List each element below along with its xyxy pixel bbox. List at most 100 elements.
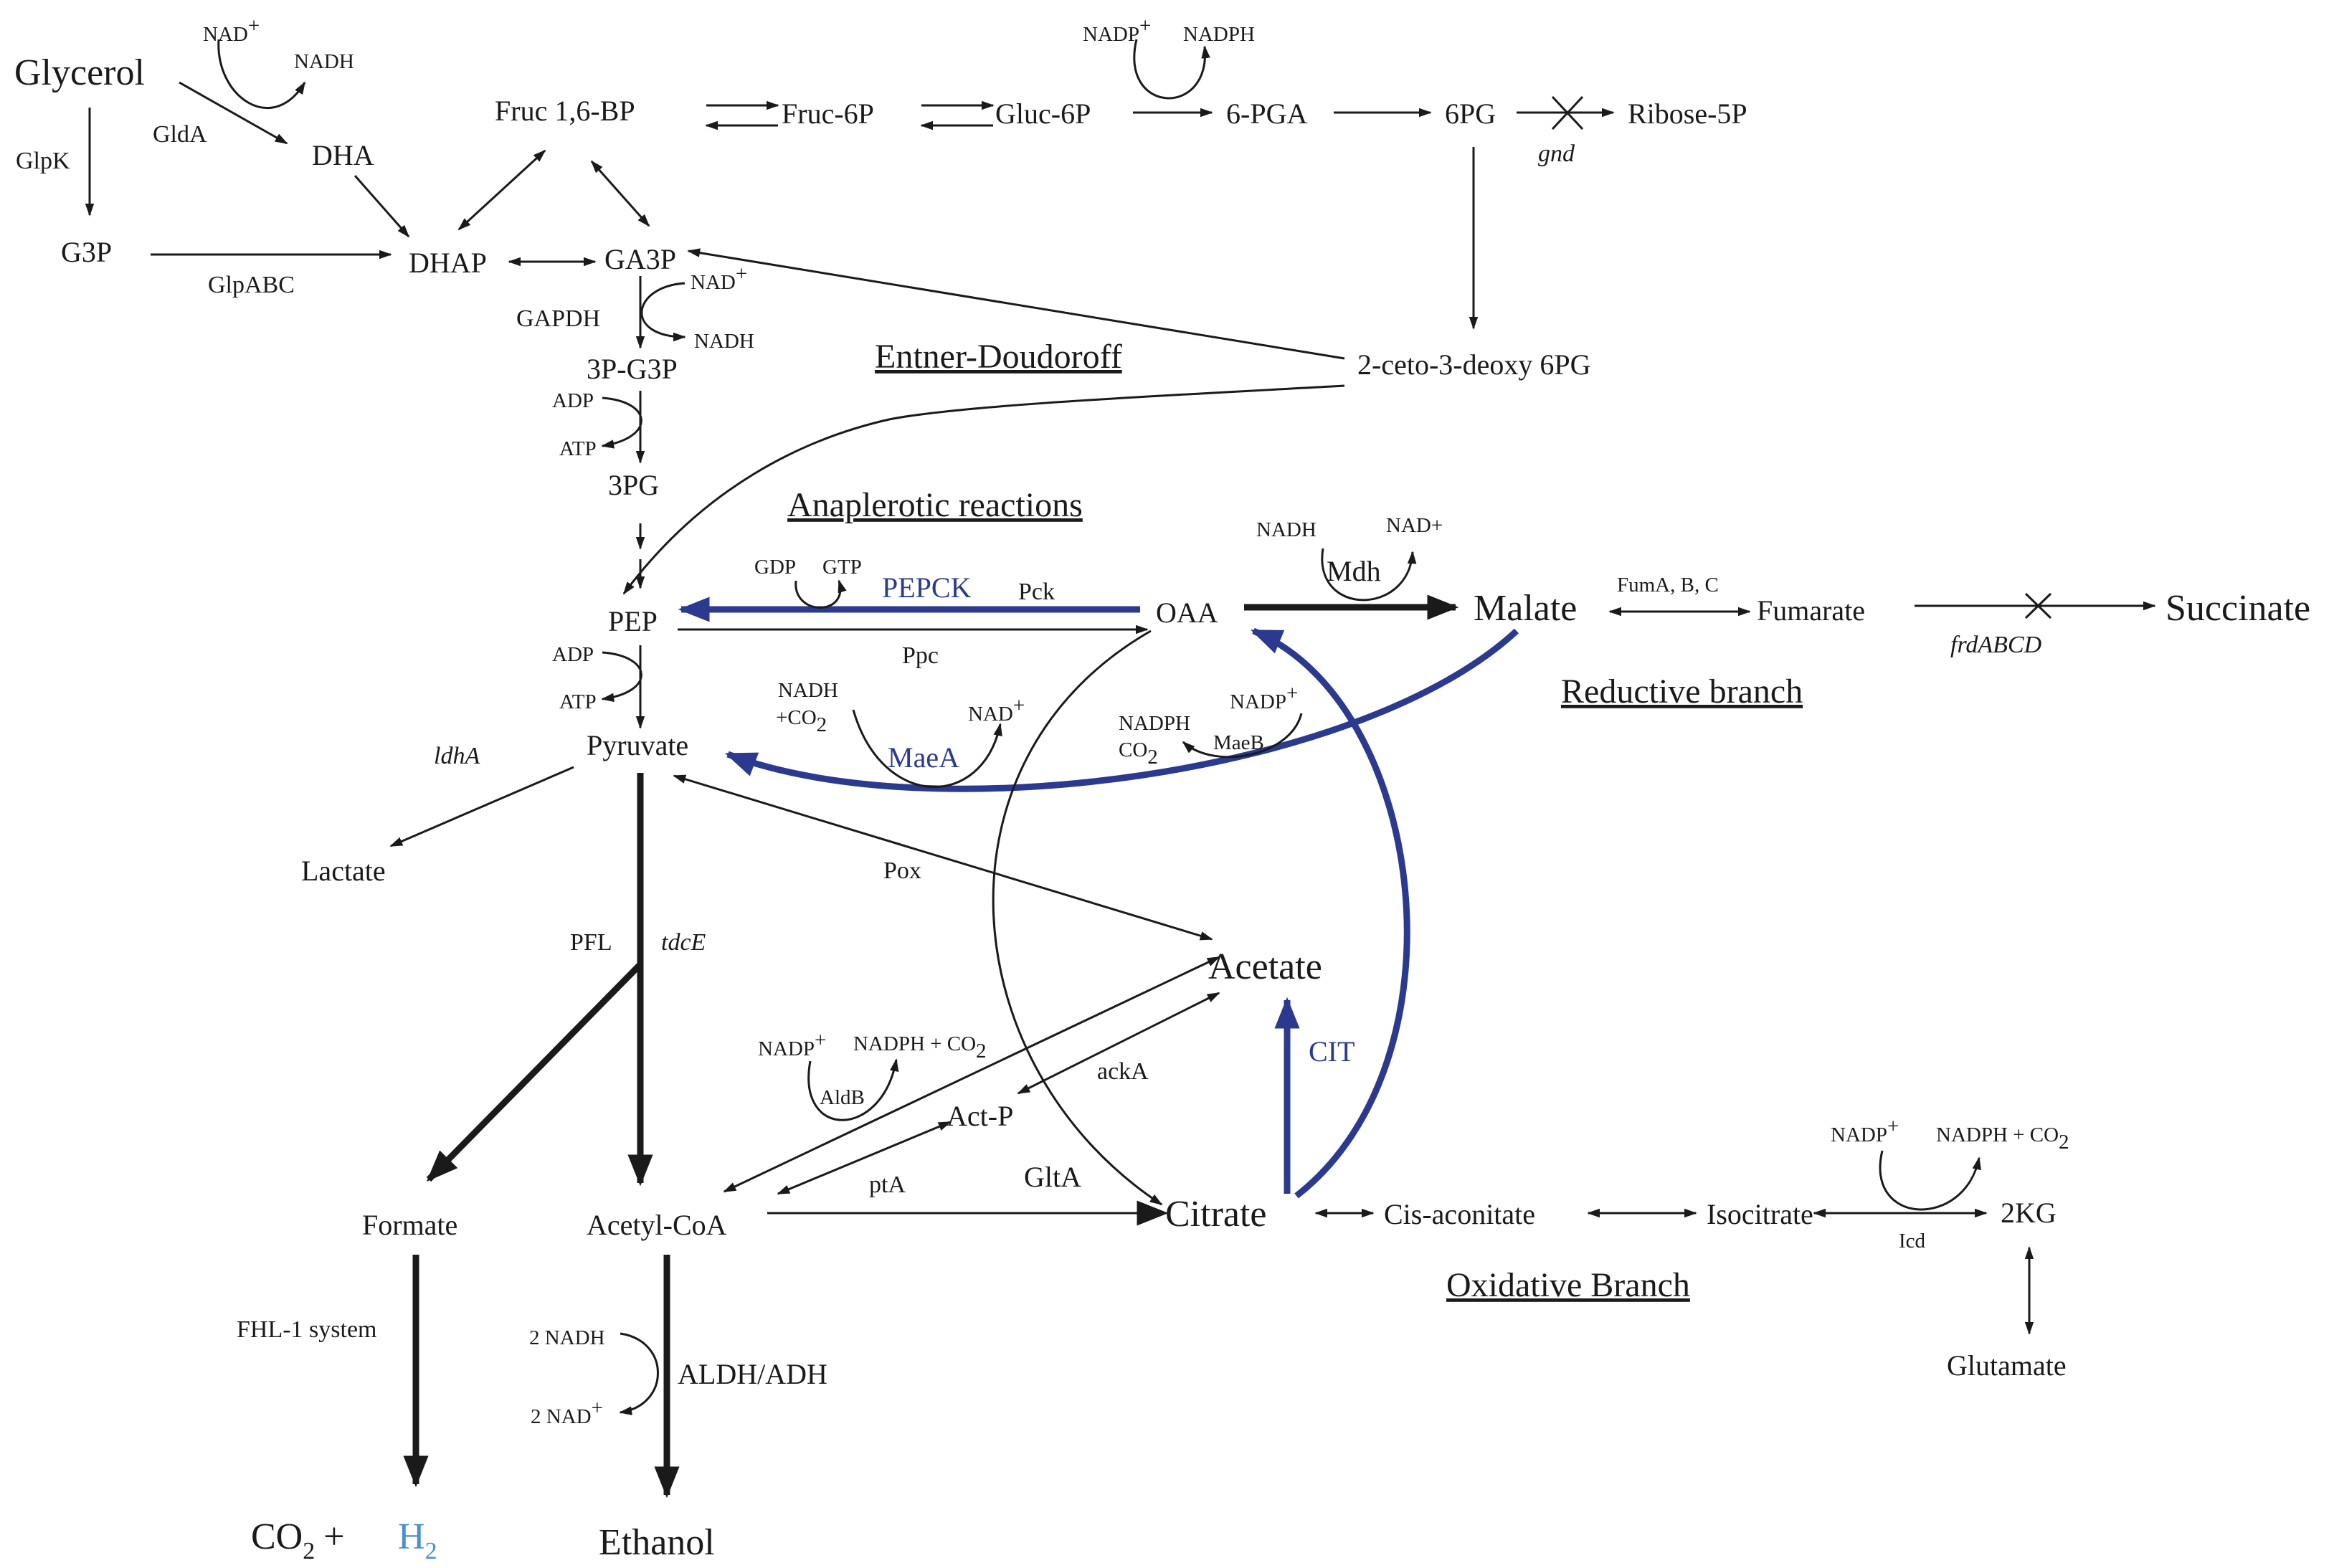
node-ethanol: Ethanol [599, 1522, 715, 1563]
enzyme-frdabcd: frdABCD [1950, 632, 2042, 658]
node-ga3p: GA3P [604, 243, 676, 275]
node-fruc16bp: Fruc 1,6-BP [495, 95, 635, 127]
cofactor-gdp: GDP [754, 556, 796, 579]
section-headings: Entner-Doudoroff Anaplerotic reactions R… [787, 338, 1803, 1304]
enzyme-labels: GldA GlpK GlpABC GAPDH gnd PEPCK Pck Ppc… [16, 121, 2042, 1390]
cofactor-arc-gapdh [640, 282, 686, 342]
node-6pga: 6-PGA [1226, 98, 1307, 130]
enzyme-pta: ptA [869, 1172, 906, 1198]
enzyme-aldhadh: ALDH/ADH [678, 1358, 827, 1390]
enzyme-mdh: Mdh [1327, 555, 1381, 587]
cofactor-arc-mdh [1321, 548, 1417, 602]
enzyme-maea: MaeA [888, 741, 959, 774]
edge-glycerol-dha [179, 81, 288, 145]
enzyme-aldb: AldB [820, 1086, 865, 1109]
node-oaa: OAA [1156, 597, 1218, 629]
cofactor-arc-glda [217, 39, 306, 109]
section-oxidative: Oxidative Branch [1446, 1266, 1690, 1304]
cofactor-gtp: GTP [822, 556, 862, 579]
enzyme-glda: GldA [153, 121, 207, 148]
cofactor-adp1: ADP [552, 389, 594, 412]
edge-kdpg-pep [622, 384, 1345, 595]
edge-fruc16bp-dhap [457, 149, 546, 231]
cofactor-arc-gdp-gtp [794, 579, 847, 609]
enzyme-tdce: tdcE [661, 929, 706, 956]
node-succinate: Succinate [2165, 588, 2310, 629]
enzyme-maeb: MaeB [1213, 731, 1264, 754]
cofactor-nadp-pga: NADP+ [1083, 14, 1151, 46]
node-co2: CO2+ [251, 1516, 345, 1564]
section-anaplerotic: Anaplerotic reactions [787, 486, 1083, 524]
enzyme-gapdh: GAPDH [516, 305, 600, 332]
cofactor-co2-maea: +CO2 [776, 706, 827, 736]
node-kdpg: 2-ceto-3-deoxy 6PG [1357, 348, 1590, 381]
cofactor-labels: NAD+ NADH NADP+ NADPH NAD+ NADH ADP ATP … [203, 14, 2069, 1428]
cofactor-co2-maeb: CO2 [1119, 738, 1158, 769]
enzyme-pepck: PEPCK [882, 571, 972, 604]
cofactor-nadp-icd: NADP+ [1831, 1115, 1899, 1146]
enzyme-pfl: PFL [570, 929, 612, 956]
cofactor-atp2: ATP [559, 690, 597, 713]
cofactor-nadph-maeb: NADPH [1119, 712, 1190, 735]
edge-citrate-oaa-cit [1250, 627, 1410, 1199]
cofactor-arc-adp1 [601, 396, 642, 449]
cofactor-nadh-maea: NADH [778, 679, 838, 702]
cofactor-2nad: 2 NAD+ [531, 1397, 603, 1428]
cofactor-nadh-gapdh: NADH [694, 330, 754, 353]
cofactor-adp2: ADP [552, 643, 594, 666]
node-fruc6p: Fruc-6P [782, 98, 874, 130]
node-h2: H2 [398, 1516, 437, 1564]
node-2kg: 2KG [2001, 1197, 2057, 1229]
cofactor-nadph-icd: NADPH + CO2 [1936, 1123, 2069, 1154]
reaction-edges [85, 39, 2156, 1498]
node-g3p: G3P [61, 236, 112, 268]
section-reductive: Reductive branch [1561, 673, 1803, 711]
enzyme-glta: GltA [1024, 1161, 1081, 1193]
enzyme-icd: Icd [1899, 1230, 1926, 1253]
edge-dha-dhap [354, 175, 410, 238]
node-3pg: 3PG [608, 469, 659, 501]
cofactor-arc-icd [1879, 1150, 1981, 1211]
cofactor-nadh-glda: NADH [294, 50, 354, 73]
enzyme-ldha: ldhA [434, 743, 480, 769]
node-glutamate: Glutamate [1947, 1349, 2067, 1382]
node-isocitrate: Isocitrate [1707, 1198, 1813, 1230]
enzyme-pck: Pck [1018, 579, 1055, 605]
enzyme-pox: Pox [883, 857, 921, 884]
enzyme-glpabc: GlpABC [208, 272, 295, 298]
cofactor-arc-maeb [1182, 713, 1303, 759]
edge-actp-acetate [1017, 992, 1220, 1095]
node-acetylcoa: Acetyl-CoA [587, 1209, 727, 1241]
enzyme-ppc: Ppc [902, 642, 939, 669]
edge-fruc16bp-ga3p [590, 160, 650, 227]
node-dha: DHA [312, 139, 374, 171]
node-fumarate: Fumarate [1757, 594, 1865, 627]
enzyme-gnd: gnd [1538, 141, 1575, 167]
node-actp: Act-P [947, 1100, 1013, 1132]
node-gluc6p: Gluc-6P [995, 98, 1091, 130]
cofactor-nadph-aldb: NADPH + CO2 [853, 1032, 987, 1063]
edge-pfl-formate [426, 961, 643, 1182]
edge-pyruvate-lactate [389, 766, 574, 847]
block-mark-gnd-b [1551, 95, 1584, 130]
cofactor-nad-glda: NAD+ [203, 14, 260, 46]
enzyme-fhl: FHL-1 system [237, 1316, 377, 1343]
node-lactate: Lactate [301, 855, 386, 887]
cofactor-nad-gapdh: NAD+ [691, 262, 747, 294]
section-entner-doudoroff: Entner-Doudoroff [875, 338, 1122, 376]
cofactor-nadh-mdh: NADH [1256, 518, 1317, 541]
edge-acetylcoa-actp [777, 1121, 952, 1195]
enzyme-acka: ackA [1097, 1058, 1149, 1085]
metabolite-labels: Glycerol DHA G3P DHAP GA3P Fruc 1,6-BP F… [14, 52, 2310, 1564]
enzyme-glpk: GlpK [16, 148, 70, 174]
cofactor-nadph-pga: NADPH [1183, 23, 1255, 46]
node-acetate: Acetate [1208, 946, 1322, 987]
enzyme-cit: CIT [1309, 1035, 1355, 1068]
cofactor-2nadh: 2 NADH [529, 1326, 605, 1349]
node-pep: PEP [608, 605, 658, 637]
node-formate: Formate [362, 1209, 457, 1241]
cofactor-arc-adp2 [601, 651, 642, 703]
edge-pyruvate-acetate [673, 774, 1213, 941]
node-6pg: 6PG [1445, 98, 1496, 130]
